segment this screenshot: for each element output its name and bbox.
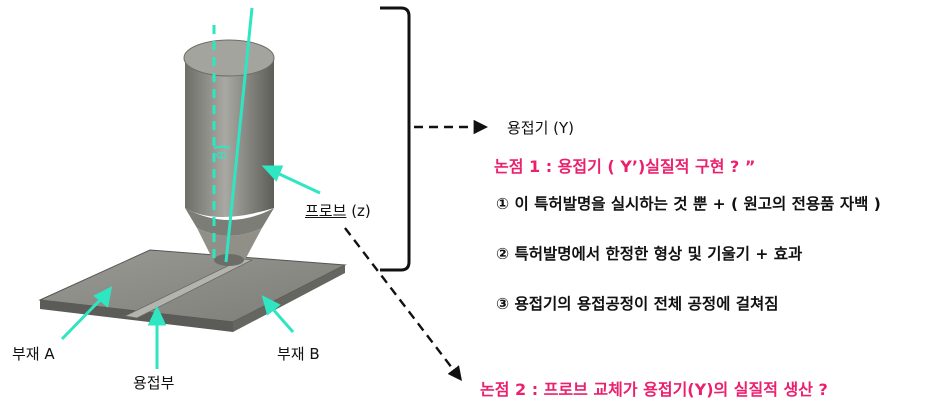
probe-name: 프로브 (305, 202, 347, 220)
welder-label: 용접기 (Y) (507, 119, 575, 137)
point-3: ③ 용접기의 용접공정이 전체 공정에 걸쳐짐 (496, 295, 779, 313)
issue-1: 논점 1 : 용접기 ( Y’)실질적 구현 ? ” (494, 157, 756, 176)
bracket (380, 6, 411, 272)
part-b-label: 부재 B (277, 345, 320, 363)
part-a-label: 부재 A (12, 345, 55, 363)
weld-seam (123, 258, 254, 319)
weld-label: 용접부 (133, 374, 175, 392)
tilted-axis (224, 7, 254, 263)
probe-label: 프로브 (z) (305, 200, 371, 221)
theta-label: θ (215, 150, 231, 161)
base-plate (38, 249, 347, 332)
probe-to-issue2-arrow (344, 227, 463, 382)
issue-2: 논점 2 : 프로브 교체가 용접기(Y)의 실질적 생산 ? (480, 380, 828, 399)
pointer-arrows (60, 165, 321, 369)
point-1: ① 이 특허발명을 실시하는 것 뿐 + ( 원고의 전용품 자백 ) (496, 195, 881, 213)
point-2: ② 특허발명에서 한정한 형상 및 기울기 + 효과 (496, 245, 803, 263)
angle-arc (213, 145, 231, 149)
probe-axis: (z) (351, 202, 371, 220)
